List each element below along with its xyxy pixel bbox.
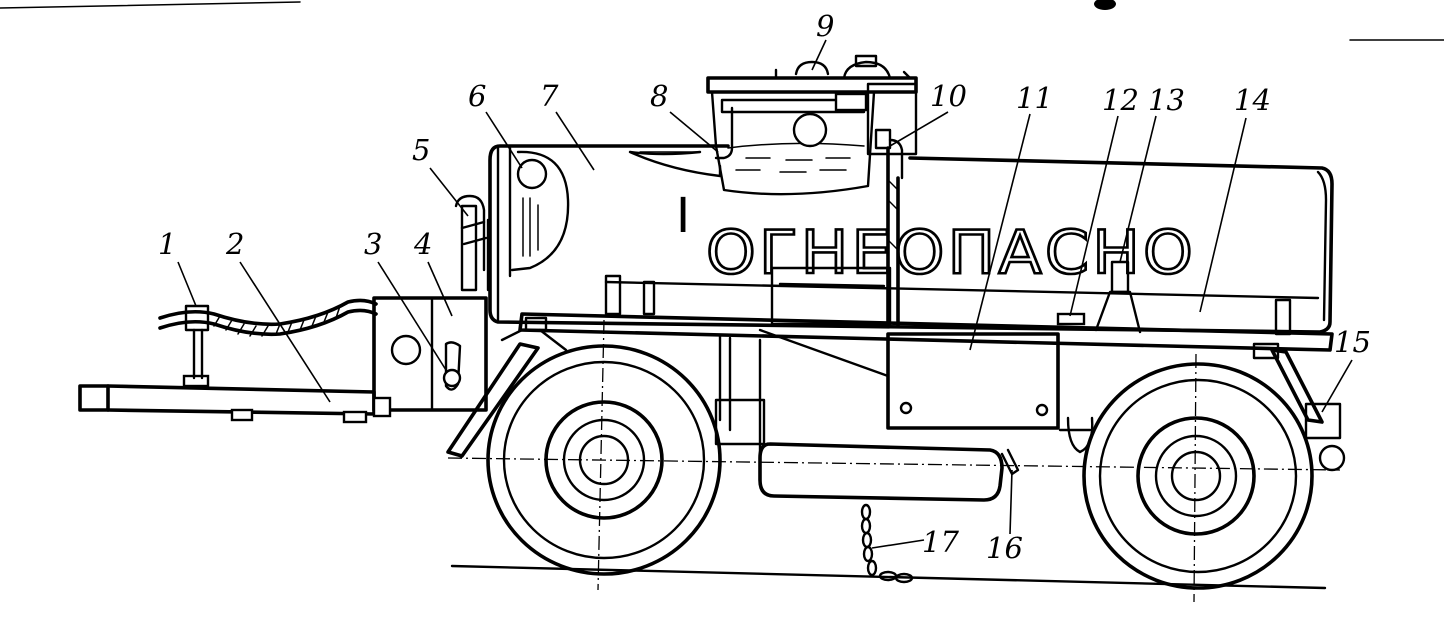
callout-4: 4 xyxy=(413,227,432,261)
callout-13: 13 xyxy=(1148,83,1185,117)
callout-5: 5 xyxy=(412,133,430,167)
callout-12: 12 xyxy=(1102,83,1139,117)
pump-pipe xyxy=(874,128,904,328)
callout-8: 8 xyxy=(650,79,668,113)
ground-chain xyxy=(860,503,914,584)
callout-11: 11 xyxy=(1016,81,1053,115)
float-gauge xyxy=(516,158,548,190)
drawbar xyxy=(78,298,392,424)
callout-1: 1 xyxy=(158,227,176,261)
aux-tank xyxy=(758,442,1020,502)
tank-body xyxy=(488,144,1334,334)
callout-10: 10 xyxy=(930,79,967,113)
callout-9: 9 xyxy=(816,9,834,43)
scan-artifacts xyxy=(0,0,1444,41)
callout-labels: 1 2 3 4 5 6 7 8 9 10 11 12 13 14 15 16 1… xyxy=(158,9,1371,565)
leader-lines xyxy=(177,39,1353,549)
filler-dome xyxy=(706,54,918,196)
callout-7: 7 xyxy=(540,79,559,113)
chassis-frame xyxy=(446,260,1346,472)
callout-17: 17 xyxy=(922,525,959,559)
ground-line xyxy=(450,564,1327,590)
callout-3: 3 xyxy=(364,227,382,261)
centre-lines xyxy=(447,319,1341,603)
callout-15: 15 xyxy=(1334,325,1371,359)
front-valve xyxy=(454,194,490,292)
callout-14: 14 xyxy=(1234,83,1271,117)
callout-2: 2 xyxy=(225,227,244,261)
rear-wheel xyxy=(1082,362,1314,590)
front-equipment-box xyxy=(372,296,488,412)
callout-16: 16 xyxy=(986,531,1023,565)
callout-6: 6 xyxy=(468,79,486,113)
tank-marker: I xyxy=(676,188,690,244)
